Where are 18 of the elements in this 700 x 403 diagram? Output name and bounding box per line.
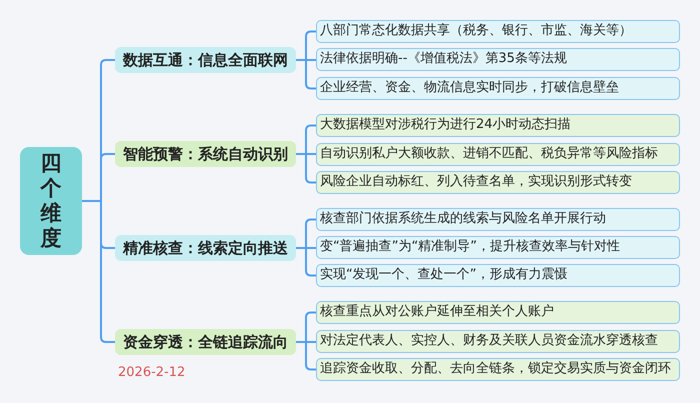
subtopic-box: 核查部门依据系统生成的线索与风险名单开展行动 — [316, 208, 680, 231]
subtopic-box: 实现“发现一个、查处一个”，形成有力震慑 — [316, 264, 680, 287]
main-topic: 精准核查：线索定向推送 — [115, 235, 296, 261]
subtopic-box: 企业经营、资金、物流信息实时同步，打破信息壁垒 — [316, 77, 680, 100]
subtopic-box: 变“普遍抽查”为“精准制导”，提升核查效率与针对性 — [316, 236, 680, 259]
date-note: 2026-2-12 — [118, 365, 186, 381]
subtopic-box: 追踪资金收取、分配、去向全链条，锁定交易实质与资金闭环 — [316, 358, 680, 381]
subtopic-box: 核查重点从对公账户延伸至相关个人账户 — [316, 301, 680, 324]
central-topic: 四个维度 — [20, 147, 82, 255]
subtopic-box: 大数据模型对涉税行为进行24小时动态扫描 — [316, 114, 680, 137]
main-topic: 资金穿透：全链追踪流向 — [115, 329, 296, 355]
subtopic-box: 八部门常态化数据共享（税务、银行、市监、海关等） — [316, 20, 680, 43]
main-topic: 智能预警：系统自动识别 — [115, 141, 296, 167]
main-topic: 数据互通：信息全面联网 — [115, 47, 296, 73]
subtopic-box: 自动识别私户大额收款、进销不匹配、税负异常等风险指标 — [316, 143, 680, 166]
subtopic-box: 对法定代表人、实控人、财务及关联人员资金流水穿透核查 — [316, 330, 680, 353]
subtopic-box: 法律依据明确--《增值税法》第35条等法规 — [316, 48, 680, 71]
subtopic-box: 风险企业自动标红、列入待查名单，实现识别形式转变 — [316, 171, 680, 194]
